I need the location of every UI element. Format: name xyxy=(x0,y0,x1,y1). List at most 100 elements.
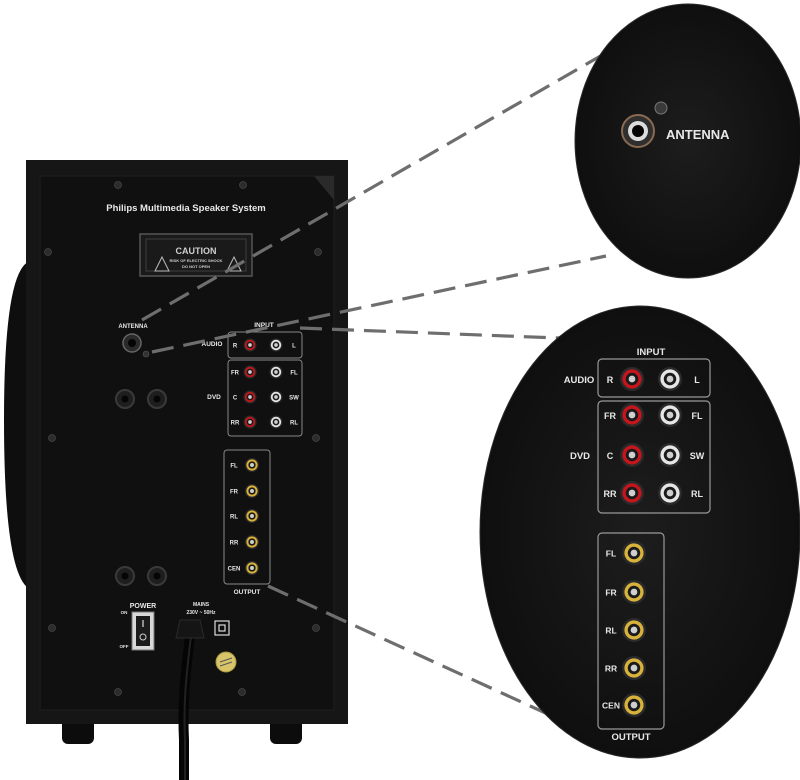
power-off-label: OFF xyxy=(120,644,129,649)
zoom-output-frame xyxy=(597,532,665,730)
output-label-rr: RR xyxy=(230,541,239,547)
zoom-output-label-rr: RR xyxy=(605,664,617,674)
zoom-output-jack-fr[interactable] xyxy=(622,580,646,604)
class-ii-icon xyxy=(214,620,230,636)
input-label-rl: RL xyxy=(290,421,298,427)
input-jack-c[interactable] xyxy=(243,390,257,404)
caution-line-1: RISK OF ELECTRIC SHOCK xyxy=(170,258,223,263)
input-jack-rl[interactable] xyxy=(269,415,283,429)
zoom-input-jack-fl[interactable] xyxy=(658,403,682,427)
zoom-input-jack-l[interactable] xyxy=(658,367,682,391)
zoom-output-jacks: FL FR RL RR CEN xyxy=(602,541,646,717)
antenna-jack[interactable] xyxy=(122,333,142,353)
cabinet-foot-right xyxy=(270,718,302,744)
output-jack-fl[interactable] xyxy=(245,458,259,472)
zoom-input-jack-sw[interactable] xyxy=(658,443,682,467)
mains-label: MAINS xyxy=(193,602,210,608)
caution-line-2: DO NOT OPEN xyxy=(182,264,210,269)
zoom-input-label-fr: FR xyxy=(604,411,616,421)
zoom-input-label-rr: RR xyxy=(604,489,617,499)
zoom-output-label-rl: RL xyxy=(605,626,616,636)
zoom-output-label-fr: FR xyxy=(605,588,616,598)
panel-screws xyxy=(44,181,322,696)
input-jack-rr[interactable] xyxy=(243,415,257,429)
zoom-output-jack-rl[interactable] xyxy=(622,618,646,642)
mains-rating: 230V ~ 50Hz xyxy=(186,610,216,616)
zoom-input-label-sw: SW xyxy=(690,451,705,461)
output-label-rl: RL xyxy=(230,515,238,521)
panel-corner xyxy=(314,176,334,200)
zoom-input-label-l: L xyxy=(694,375,700,385)
speaker-terminals-upper[interactable] xyxy=(115,389,167,409)
input-jack-fl[interactable] xyxy=(269,365,283,379)
input-jack-l[interactable] xyxy=(269,338,283,352)
output-jack-cen[interactable] xyxy=(245,561,259,575)
zoom-input-jack-rl[interactable] xyxy=(658,481,682,505)
zoom-input-label-r: R xyxy=(607,375,614,385)
zoom-audio-frame xyxy=(597,358,711,398)
output-jacks: FL FR RL RR CEN xyxy=(228,458,259,575)
input-label-c: C xyxy=(233,396,238,402)
output-label-cen: CEN xyxy=(228,567,241,573)
zoom-output-label-fl: FL xyxy=(606,549,616,559)
zoom-output-label-cen: CEN xyxy=(602,701,620,711)
input-jack-r[interactable] xyxy=(243,338,257,352)
serial-sticker xyxy=(215,651,237,673)
input-label: INPUT xyxy=(254,322,274,329)
dvd-label: DVD xyxy=(207,394,221,401)
zoom-dvd-frame xyxy=(597,400,711,514)
antenna-zoom-callout: ANTENNA xyxy=(574,3,800,279)
zoom-output-jack-rr[interactable] xyxy=(622,656,646,680)
zoom-input-label: INPUT xyxy=(637,347,666,358)
zoom-input-jack-rr[interactable] xyxy=(620,481,644,505)
antenna-screw xyxy=(142,350,150,358)
input-label-sw: SW xyxy=(289,396,299,402)
output-jack-fr[interactable] xyxy=(245,484,259,498)
output-jack-rl[interactable] xyxy=(245,509,259,523)
input-label-fr: FR xyxy=(231,371,240,377)
zoom-audio-label: AUDIO xyxy=(564,375,595,386)
antenna-zoom-screw xyxy=(654,101,668,115)
zoom-input-jack-r[interactable] xyxy=(620,367,644,391)
audio-label: AUDIO xyxy=(202,341,223,348)
zoom-output-jack-cen[interactable] xyxy=(622,693,646,717)
subwoofer-cabinet: Philips Multimedia Speaker System CAUTIO… xyxy=(4,160,348,780)
output-jack-rr[interactable] xyxy=(245,535,259,549)
output-frame xyxy=(223,449,271,585)
zoom-input-jack-fr[interactable] xyxy=(620,403,644,427)
input-label-rr: RR xyxy=(231,421,240,427)
zoom-input-label-fl: FL xyxy=(692,411,703,421)
caution-plate: CAUTION RISK OF ELECTRIC SHOCK DO NOT OP… xyxy=(139,233,253,277)
zoom-input-jack-c[interactable] xyxy=(620,443,644,467)
audio-input-frame xyxy=(227,331,303,359)
caution-title: CAUTION xyxy=(176,246,217,256)
zoom-output-label: OUTPUT xyxy=(611,732,650,743)
input-label-r: R xyxy=(233,344,238,350)
antenna-label: ANTENNA xyxy=(118,324,148,330)
input-jack-sw[interactable] xyxy=(269,390,283,404)
cabinet-foot-left xyxy=(62,718,94,744)
input-jack-fr[interactable] xyxy=(243,365,257,379)
zoom-dvd-label: DVD xyxy=(570,451,590,462)
input-label-l: L xyxy=(292,344,296,350)
brand-name: Philips Multimedia Speaker System xyxy=(106,203,265,214)
power-label: POWER xyxy=(130,603,156,610)
warning-left-icon xyxy=(154,255,170,272)
antenna-zoom-jack[interactable] xyxy=(621,114,655,148)
power-on-label: ON xyxy=(121,610,128,615)
output-label: OUTPUT xyxy=(234,589,261,596)
power-cord xyxy=(175,619,205,780)
dvd-input-frame xyxy=(227,359,303,437)
antenna-zoom-label: ANTENNA xyxy=(666,127,730,142)
zoom-input-label-c: C xyxy=(607,451,614,461)
output-label-fr: FR xyxy=(230,490,239,496)
power-switch[interactable] xyxy=(131,611,155,651)
output-label-fl: FL xyxy=(230,464,238,470)
speaker-terminals-lower[interactable] xyxy=(115,566,167,586)
zoom-output-jack-fl[interactable] xyxy=(622,541,646,565)
input-label-fl: FL xyxy=(290,371,298,377)
